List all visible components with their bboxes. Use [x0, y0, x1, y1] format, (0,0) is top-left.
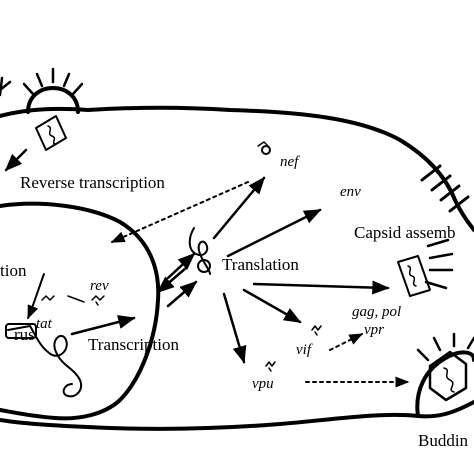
- label-rev: rev: [90, 278, 109, 294]
- rt-particle: [35, 115, 67, 151]
- label-env: env: [340, 184, 361, 200]
- assembly-spikes: [424, 238, 454, 290]
- label-translation: Translation: [222, 255, 299, 274]
- label-capsid-assembly: Capsid assemb: [354, 223, 456, 242]
- label-vif: vif: [296, 342, 313, 358]
- label-tat: tat: [36, 316, 53, 332]
- vpu-particle: [265, 361, 276, 372]
- nef-particle: [257, 141, 271, 155]
- tat-line: [67, 295, 85, 303]
- label-nucleus-fragment: rus: [14, 325, 35, 344]
- ribosome: [197, 259, 211, 273]
- env-spikes: [420, 164, 470, 213]
- nucleus-membrane: [0, 201, 161, 421]
- arrow-to-env: [226, 208, 322, 258]
- budding-virion: [415, 332, 474, 418]
- entering-virus-spikes: [22, 67, 84, 96]
- provirus-box: [5, 323, 37, 339]
- entry-arrow: [0, 76, 12, 97]
- export-arrow-2: [156, 266, 188, 294]
- arrow-to-vpu: [222, 292, 247, 364]
- nef-dotted-arrow: [110, 181, 249, 243]
- export-arrow-1: [166, 252, 196, 280]
- label-transcription: Transcription: [88, 335, 179, 354]
- label-gag-pol: gag, pol: [352, 304, 401, 320]
- label-reverse-transcription: Reverse transcription: [20, 173, 165, 192]
- vif-dotted-arrow: [329, 333, 364, 351]
- label-vpu: vpu: [252, 376, 274, 392]
- label-integration-fragment: tion: [0, 261, 27, 280]
- assembling-capsid: [397, 255, 431, 297]
- vif-particle: [311, 325, 322, 336]
- label-nef: nef: [280, 154, 300, 170]
- arrow-to-assembly: [252, 280, 390, 295]
- transcription-arrow: [70, 315, 136, 336]
- rt-arrow: [4, 148, 28, 172]
- provirus-dna: [7, 325, 82, 398]
- label-vpr: vpr: [364, 322, 384, 338]
- mrna-curl: [188, 227, 211, 275]
- rev-particle: [91, 295, 105, 306]
- tat-particle: [41, 295, 55, 301]
- arrow-to-nef: [212, 176, 266, 240]
- entering-virus-bump: [26, 86, 80, 114]
- label-budding-fragment: Buddin: [418, 431, 469, 450]
- export-arrow-3: [166, 280, 198, 308]
- arrow-to-vif: [242, 288, 302, 324]
- integration-arrow: [27, 273, 45, 320]
